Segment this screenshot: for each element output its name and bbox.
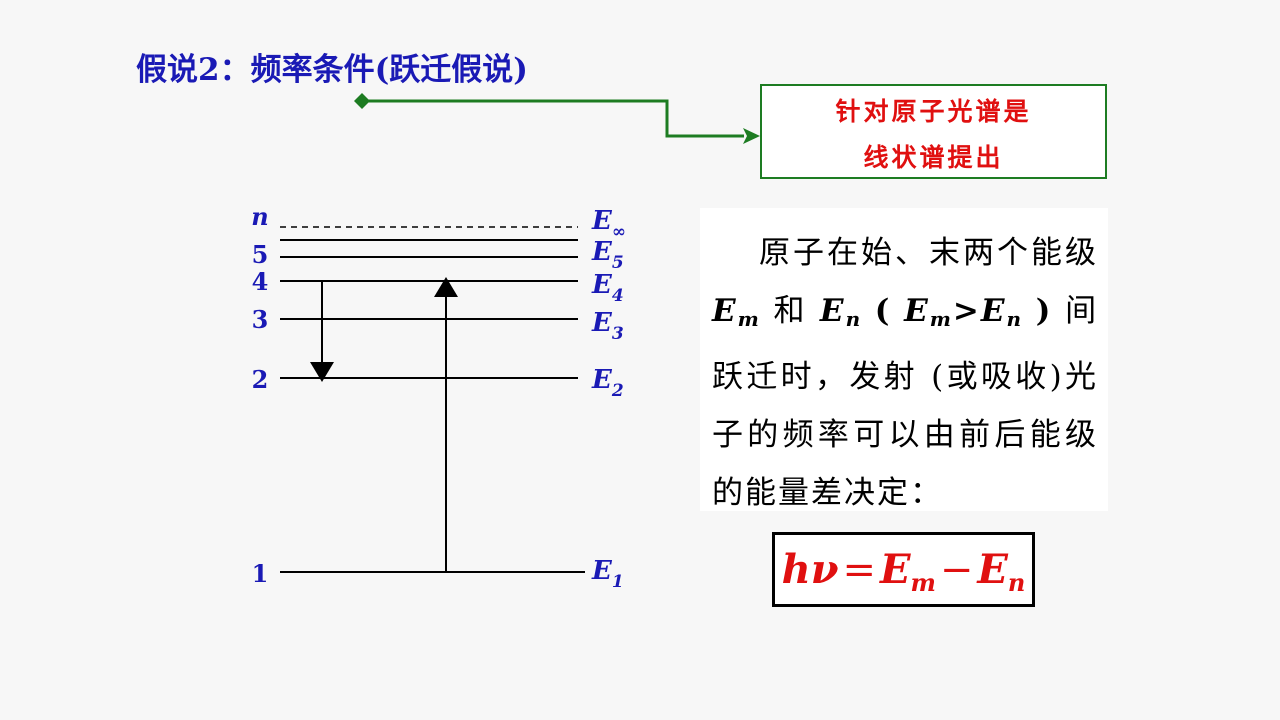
level-number-3: 3	[252, 305, 269, 334]
connector-line	[362, 99, 744, 138]
paren-open: (	[874, 293, 892, 329]
explanation-part-1: 原子在始、末两个能级	[758, 235, 1098, 271]
symbol-Em-2: Em	[904, 293, 953, 331]
callout-line-2: 线状谱提出	[863, 143, 1004, 172]
connector-diamond-head	[354, 93, 370, 109]
symbol-En-2: En	[980, 293, 1024, 331]
page-title: 假说2：频率条件(跃迁假说)	[136, 52, 528, 88]
connector-arrow-head	[743, 128, 760, 144]
callout-line-1: 针对原子光谱是	[835, 97, 1032, 126]
level-energy-4: E4	[591, 270, 624, 306]
callout-box: 针对原子光谱是 线状谱提出	[760, 84, 1107, 179]
formula-Em: Em	[879, 546, 936, 597]
level-energy-1: E1	[591, 556, 624, 592]
level-energy-2: E2	[591, 365, 624, 401]
level-number-4: 4	[252, 267, 269, 296]
explanation-and: 和	[773, 293, 808, 329]
level-energy-5: E5	[591, 237, 624, 273]
formula-box: hν=Em−En	[772, 532, 1035, 607]
explanation-part-2: 间跃迁时，发射 (或吸收)光子的频率可以由前后能级的能量差决定：	[712, 293, 1099, 511]
level-number-5: 5	[252, 240, 269, 269]
gt-sign: >	[952, 293, 981, 329]
formula-minus: −	[939, 547, 974, 593]
transitions-group	[310, 277, 458, 572]
formula-lhs: hν	[781, 546, 839, 593]
level-number-2: 2	[252, 365, 269, 394]
level-energy-3: E3	[591, 308, 624, 344]
formula-equals: =	[842, 547, 876, 593]
symbol-Em: Em	[712, 293, 761, 331]
symbol-En: En	[819, 293, 863, 331]
level-number-n: n	[251, 202, 268, 231]
formula-En: En	[977, 546, 1026, 597]
paren-close: )	[1035, 293, 1053, 329]
explanation-text: 原子在始、末两个能级 Em 和 En ( Em>En ) 间跃迁时，发射 (或吸…	[700, 208, 1108, 511]
level-number-1: 1	[252, 559, 269, 588]
